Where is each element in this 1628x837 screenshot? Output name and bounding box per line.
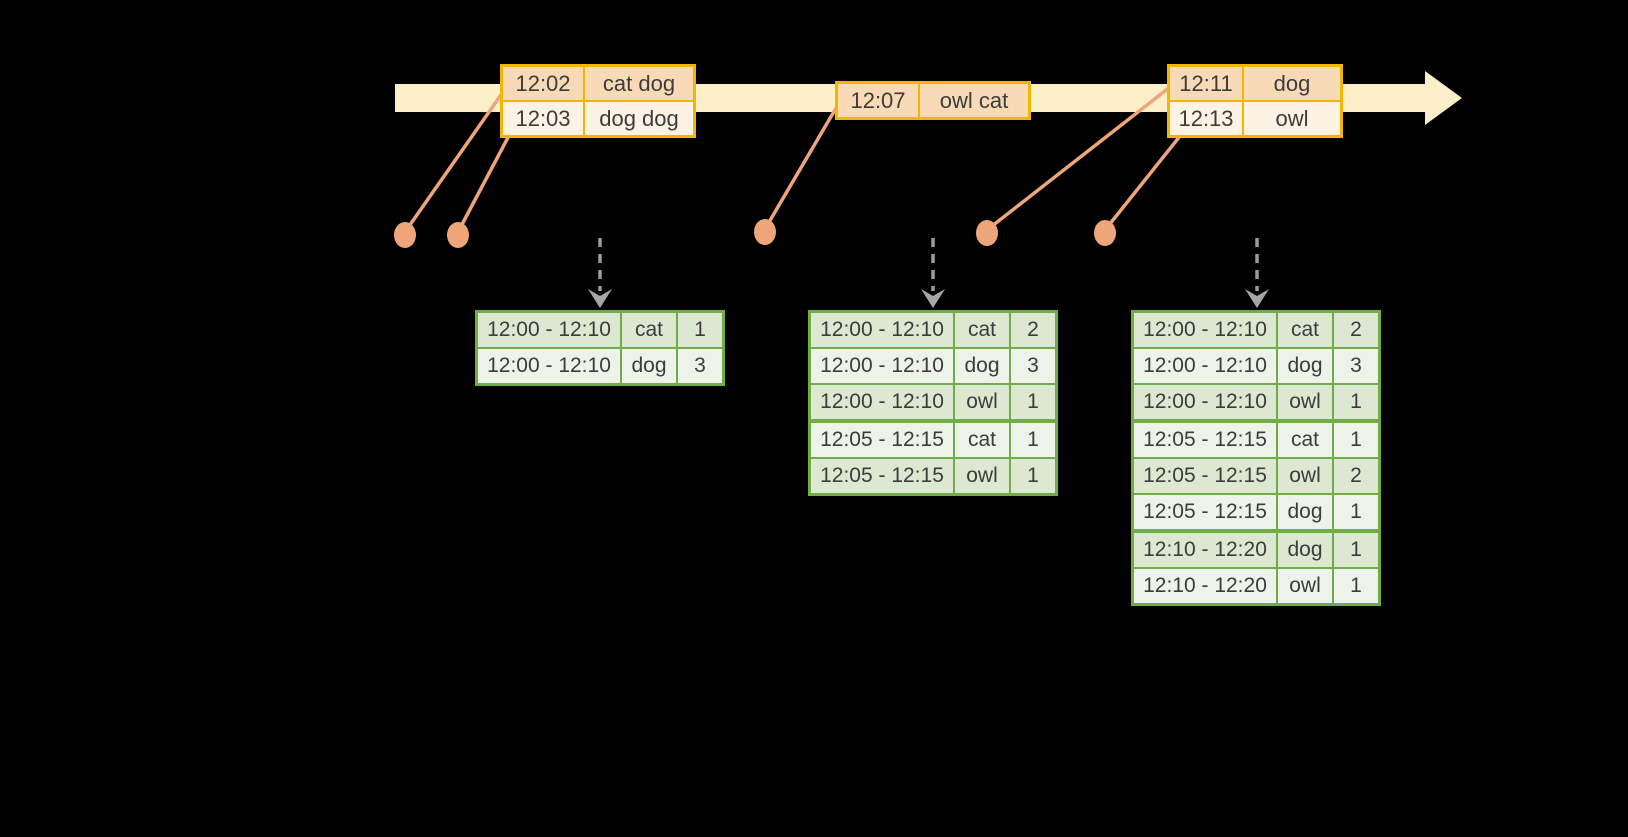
event-row: 12:07 owl cat (835, 81, 1031, 120)
window-cell: 12:00 - 12:10 (808, 310, 955, 349)
window-cell: 12:10 - 12:20 (1131, 529, 1278, 569)
trigger-arrow-icon (588, 238, 612, 308)
event-table-3: 12:11 dog 12:13 owl (1167, 64, 1343, 138)
window-cell: 12:00 - 12:10 (808, 383, 955, 422)
result-table-3: 12:00 - 12:10 cat 2 12:00 - 12:10 dog 3 … (1131, 310, 1381, 606)
timeline-arrowhead-icon (1425, 71, 1462, 125)
count-cell: 1 (1332, 529, 1381, 569)
event-row: 12:03 dog dog (500, 100, 696, 138)
event-time-cell: 12:13 (1167, 100, 1244, 138)
event-table-1: 12:02 cat dog 12:03 dog dog (500, 64, 696, 138)
window-cell: 12:05 - 12:15 (1131, 457, 1278, 495)
result-row: 12:05 - 12:15 owl 2 (1131, 457, 1381, 495)
count-cell: 1 (1009, 419, 1058, 459)
result-table-1: 12:00 - 12:10 cat 1 12:00 - 12:10 dog 3 (475, 310, 725, 386)
event-table-2: 12:07 owl cat (835, 81, 1031, 120)
word-cell: cat (953, 419, 1011, 459)
event-row: 12:02 cat dog (500, 64, 696, 102)
window-cell: 12:05 - 12:15 (808, 457, 955, 496)
word-cell: owl (1276, 383, 1334, 422)
result-row: 12:10 - 12:20 owl 1 (1131, 567, 1381, 606)
trigger-arrow-icon (921, 238, 945, 308)
window-cell: 12:00 - 12:10 (475, 347, 622, 386)
word-cell: dog (953, 347, 1011, 385)
word-cell: cat (1276, 310, 1334, 349)
result-row: 12:00 - 12:10 cat 2 (808, 310, 1058, 349)
word-cell: owl (1276, 567, 1334, 606)
word-cell: owl (953, 383, 1011, 422)
word-cell: owl (953, 457, 1011, 496)
count-cell: 1 (1332, 567, 1381, 606)
result-row: 12:00 - 12:10 cat 1 (475, 310, 725, 349)
word-cell: cat (1276, 419, 1334, 459)
event-words-cell: dog (1242, 64, 1343, 102)
result-table-2: 12:00 - 12:10 cat 2 12:00 - 12:10 dog 3 … (808, 310, 1058, 496)
word-cell: dog (1276, 493, 1334, 532)
event-connector-line (456, 129, 514, 233)
event-words-cell: owl (1242, 100, 1343, 138)
count-cell: 3 (676, 347, 725, 386)
result-row: 12:00 - 12:10 owl 1 (808, 383, 1058, 422)
event-row: 12:11 dog (1167, 64, 1343, 102)
event-words-cell: dog dog (583, 100, 696, 138)
result-row: 12:00 - 12:10 dog 3 (808, 347, 1058, 385)
count-cell: 1 (1332, 383, 1381, 422)
window-cell: 12:00 - 12:10 (1131, 310, 1278, 349)
count-cell: 3 (1009, 347, 1058, 385)
count-cell: 2 (1009, 310, 1058, 349)
word-cell: cat (620, 310, 678, 349)
window-cell: 12:05 - 12:15 (1131, 419, 1278, 459)
result-row: 12:05 - 12:15 cat 1 (808, 419, 1058, 459)
count-cell: 3 (1332, 347, 1381, 385)
event-row: 12:13 owl (1167, 100, 1343, 138)
count-cell: 1 (1332, 493, 1381, 532)
trigger-arrow-icon (1245, 238, 1269, 308)
window-cell: 12:00 - 12:10 (808, 347, 955, 385)
result-row: 12:00 - 12:10 owl 1 (1131, 383, 1381, 422)
result-row: 12:00 - 12:10 cat 2 (1131, 310, 1381, 349)
window-cell: 12:00 - 12:10 (475, 310, 622, 349)
window-cell: 12:05 - 12:15 (1131, 493, 1278, 532)
result-row: 12:05 - 12:15 cat 1 (1131, 419, 1381, 459)
event-connector-line (763, 102, 841, 230)
window-cell: 12:05 - 12:15 (808, 419, 955, 459)
result-row: 12:00 - 12:10 dog 3 (1131, 347, 1381, 385)
event-words-cell: cat dog (583, 64, 696, 102)
event-words-cell: owl cat (918, 81, 1031, 120)
event-dot (447, 222, 469, 248)
event-connector-line (1103, 124, 1190, 232)
event-dot (754, 219, 776, 245)
event-dot (976, 220, 998, 246)
word-cell: dog (1276, 347, 1334, 385)
word-cell: owl (1276, 457, 1334, 495)
word-cell: cat (953, 310, 1011, 349)
result-row: 12:05 - 12:15 dog 1 (1131, 493, 1381, 532)
event-dots (394, 219, 1116, 248)
window-cell: 12:10 - 12:20 (1131, 567, 1278, 606)
event-time-cell: 12:02 (500, 64, 585, 102)
count-cell: 1 (1009, 457, 1058, 496)
event-time-cell: 12:07 (835, 81, 920, 120)
result-row: 12:10 - 12:20 dog 1 (1131, 529, 1381, 569)
event-time-cell: 12:03 (500, 100, 585, 138)
result-row: 12:00 - 12:10 dog 3 (475, 347, 725, 386)
event-connector-lines (403, 85, 1190, 234)
event-time-cell: 12:11 (1167, 64, 1244, 102)
count-cell: 1 (676, 310, 725, 349)
count-cell: 2 (1332, 310, 1381, 349)
window-cell: 12:00 - 12:10 (1131, 383, 1278, 422)
event-connector-line (985, 85, 1172, 232)
count-cell: 1 (1009, 383, 1058, 422)
count-cell: 1 (1332, 419, 1381, 459)
result-row: 12:05 - 12:15 owl 1 (808, 457, 1058, 496)
word-cell: dog (620, 347, 678, 386)
event-connector-line (403, 90, 505, 234)
event-dot (1094, 220, 1116, 246)
count-cell: 2 (1332, 457, 1381, 495)
window-cell: 12:00 - 12:10 (1131, 347, 1278, 385)
trigger-arrows (588, 238, 1269, 308)
word-cell: dog (1276, 529, 1334, 569)
event-dot (394, 222, 416, 248)
